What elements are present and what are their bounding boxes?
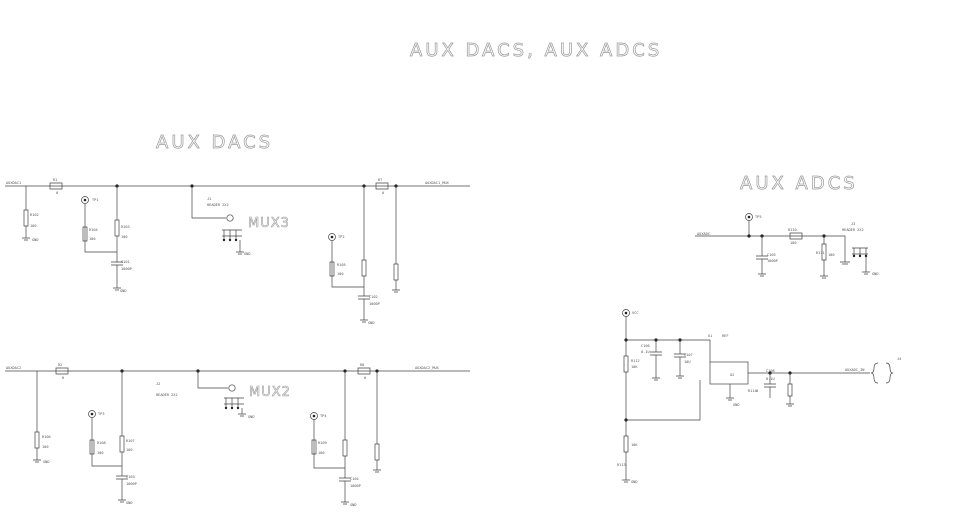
section-title-aux-dacs: AUX DACS [156,132,273,153]
dac2-circuit: AUXDAC2 AUXDAC2_MUX R2 0 R8 0 R106 100 G… [5,363,470,507]
dac1-r-a-value: 100 [89,237,96,241]
dac1-r-series-ref: R1 [53,178,57,182]
mux3-label: MUX3 [248,216,290,231]
section-title-aux-adcs: AUX ADCS [740,173,858,194]
dac1-gnd-2: GND [120,289,127,293]
mux2-label: MUX2 [249,385,291,400]
dac2-net-in-label: AUXDAC2 [6,366,21,370]
dac2-c1-ref: C103 [126,475,135,479]
adc-conn-ref: J4 [897,357,901,361]
dac2-r-pd-ref: R106 [42,435,51,439]
adc-gnd-2: GND [733,403,740,407]
adc-c2-ref: C106 [641,344,650,348]
dac2-gnd-3: GND [248,415,255,419]
dac2-jumper-part: HEADER 2X2 [156,393,178,397]
sheet-title: AUX DACS, AUX ADCS [410,40,662,61]
dac2-gnd-4: GND [350,503,357,507]
adc-r4-ref: R113 [617,463,626,467]
dac1-circuit: AUXDAC1 AUXDAC1_MUX R1 0 R7 0 R102 100 G… [5,178,470,325]
adc-amp-ref: U2 [730,373,734,377]
dac2-r-a-value: 100 [97,451,104,455]
adc-c3-value: 10U [684,360,691,364]
dac2-c1-value: 1000P [126,482,137,486]
dac2-r-mid-ref: R107 [126,439,135,443]
dac1-r-b-value: 100 [337,272,344,276]
adc-r2-value: 100 [828,253,835,257]
adc-r1-value: 100 [790,241,797,245]
dac2-tp1: TP3 [98,412,105,416]
dac2-c2-value: 1000P [350,484,361,488]
dac1-c2-ref: C102 [369,295,378,299]
dac1-c1-value: 1000P [121,267,132,271]
adc-r3-value: 10K [631,365,638,369]
adc-c4-ref: C108 [766,369,775,373]
dac2-tp2: TP4 [320,414,327,418]
adc-conn-net: AUXADC_IN [845,368,864,372]
dac1-r-mid-ref: R103 [121,225,130,229]
adc-ref-part: REF [722,334,729,338]
dac1-jumper-ref: J1 [207,197,211,201]
dac2-r-mid-value: 100 [126,448,133,452]
dac2-r-pd-value: 100 [42,445,49,449]
dac1-r-pd-value: 100 [30,224,37,228]
adc-vcc-label: VCC [632,311,639,315]
dac1-c1-ref: C101 [121,260,130,264]
dac1-c2-value: 1000P [369,302,380,306]
dac2-r-a-ref: R108 [97,441,106,445]
dac1-jumper-part: HEADER 2X2 [207,203,229,207]
adc-c3-ref: C107 [684,353,693,357]
dac1-tp2: TP2 [338,235,345,239]
dac1-gnd-3: GND [244,252,251,256]
dac1-tp1: TP1 [92,198,99,202]
dac1-gnd-4: GND [368,321,375,325]
adc-c4-value: 0.1U [766,377,775,381]
dac2-c2-ref: C104 [350,477,359,481]
adc-r2-ref: R111 [816,251,825,255]
adc-tp: TP5 [755,215,762,219]
dac1-r-pd-ref: R102 [30,213,39,217]
dac2-r-series-value: 0 [62,376,64,380]
dac2-r-b-value: 100 [318,451,325,455]
dac1-r-out-value: 0 [382,191,384,195]
dac2-r-out-value: 0 [364,376,366,380]
adc-jumper-ref: J3 [851,222,855,226]
adc-gnd-3: GND [631,480,638,484]
dac2-r-out-ref: R8 [360,363,364,367]
dac1-r-series-value: 0 [56,191,58,195]
adc-net-in-label: AUXADC [697,232,710,236]
adc-r3-ref: R112 [631,359,640,363]
adc-jumper-part: HEADER 2X2 [842,228,864,232]
dac2-gnd-1: GND [43,460,50,464]
dac2-net-out-label: AUXDAC2_MUX [415,366,440,370]
adc-r5-value: 0 [756,389,758,393]
dac1-net-out-label: AUXDAC1_MUX [425,181,450,185]
adc-circuit: AUXADC TP5 C105 1000P R110 100 R111 100 … [617,213,901,484]
adc-c2-value: 0.1U [641,350,650,354]
adc-ref-ref: U1 [708,334,712,338]
adc-c1-ref: C105 [767,253,776,257]
dac1-r-mid-value: 100 [121,235,128,239]
adc-c1-value: 1000P [767,259,778,263]
dac1-gnd-1: GND [32,238,39,242]
dac2-jumper-ref: J2 [156,382,160,386]
adc-r4-value: 10K [631,443,638,447]
dac1-r-a-ref: R104 [89,228,98,232]
dac1-r-b-ref: R105 [337,263,346,267]
dac2-r-b-ref: R109 [318,441,327,445]
adc-r5-ref: R114 [748,389,757,393]
adc-r1-ref: R110 [788,228,797,232]
dac2-r-series-ref: R2 [58,363,62,367]
dac1-net-in-label: AUXDAC1 [6,181,21,185]
adc-gnd-1: GND [872,272,879,276]
dac1-r-out-ref: R7 [378,178,382,182]
dac2-gnd-2: GND [126,501,133,505]
